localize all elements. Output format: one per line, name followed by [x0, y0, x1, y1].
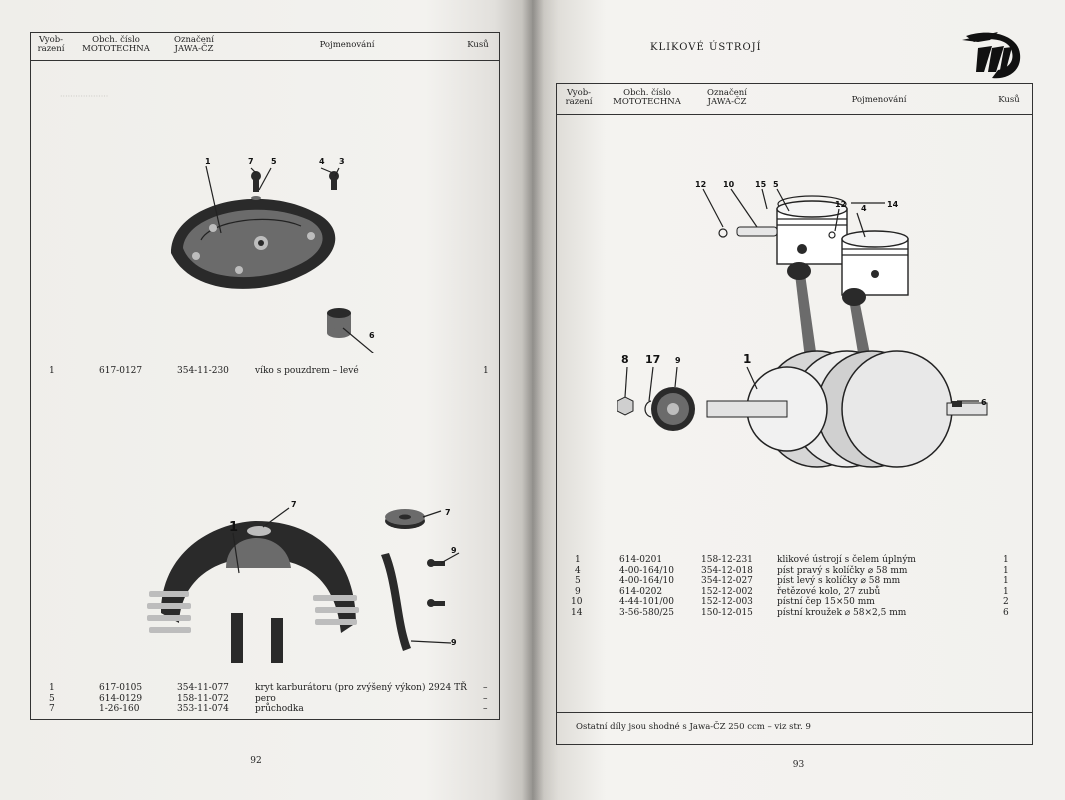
left-group1-rows: 1 617-0127 354-11-230 víko s pouzdrem – …: [31, 366, 499, 377]
label-6: 6: [981, 398, 987, 407]
label-10: 10: [723, 180, 735, 189]
label-1: 1: [743, 352, 751, 366]
table-row: 9 614-0202 152-12-002 řetězové kolo, 27 …: [575, 586, 1009, 597]
table-row: 1 614-0201 158-12-231 klikové ústrojí s …: [575, 555, 1009, 565]
diagram-side-cover: 1 7 5 4 3 6: [171, 157, 375, 353]
header-kusu: Kusů: [998, 95, 1020, 105]
table-row: 4 4-00-164/10 354-12-018 píst pravý s ko…: [575, 565, 1009, 576]
header-oznaceni: Označení JAWA-ČZ: [707, 88, 747, 107]
book-gutter: [522, 0, 544, 800]
label-6: 6: [369, 331, 375, 340]
label-9: 9: [675, 356, 681, 365]
label-1: 1: [205, 157, 211, 166]
table-row: 1 617-0127 354-11-230 víko s pouzdrem – …: [49, 366, 489, 376]
label-7: 7: [291, 500, 297, 509]
table-row: 5 614-0129 158-11-072 pero –: [49, 693, 488, 704]
left-table-header: Vyob- razení Obch. číslo MOTOTECHNA Ozna…: [31, 33, 499, 61]
diagram-crankshaft: 12 10 15 5 14 12 4 8 17 9 1 6: [617, 180, 988, 468]
header-pojmenovani: Pojmenování: [851, 95, 907, 105]
header-obch-cislo: Obch. číslo MOTOTECHNA: [613, 88, 681, 107]
right-parts-rows: 1 614-0201 158-12-231 klikové ústrojí s …: [557, 555, 1032, 618]
label-5: 5: [271, 157, 277, 166]
left-page: ··················· Vyob- razení Obch. č…: [0, 0, 532, 800]
header-obch-cislo: Obch. číslo MOTOTECHNA: [82, 35, 150, 54]
label-4: 4: [861, 204, 867, 213]
header-vyrobni: Vyob- razení: [565, 88, 593, 107]
label-3: 3: [339, 157, 345, 166]
table-row: 14 3-56-580/25 150-12-015 pístní kroužek…: [571, 607, 1009, 618]
footnote-divider: [557, 712, 1032, 713]
header-kusu: Kusů: [467, 40, 489, 50]
table-row: 1 617-0105 354-11-077 kryt karburátoru (…: [49, 683, 488, 693]
label-14: 14: [887, 200, 899, 209]
jawa-cz-logo-icon: [962, 32, 1021, 79]
table-row: 5 4-00-164/10 354-12-027 píst levý s kol…: [575, 576, 1009, 586]
right-parts-table: Vyob- razení Obch. číslo MOTOTECHNA Ozna…: [556, 83, 1033, 745]
label-5: 5: [773, 180, 779, 189]
left-parts-table: Vyob- razení Obch. číslo MOTOTECHNA Ozna…: [30, 32, 500, 720]
label-12: 12: [695, 180, 706, 189]
table-row: 7 1-26-160 353-11-074 průchodka –: [49, 704, 488, 714]
label-15: 15: [755, 180, 767, 189]
footnote: Ostatní díly jsou shodné s Jawa-ČZ 250 c…: [576, 722, 811, 732]
label-12: 12: [835, 200, 846, 209]
label-4: 4: [319, 157, 325, 166]
left-group2-rows: 1 617-0105 354-11-077 kryt karburátoru (…: [31, 683, 499, 715]
table-row: 10 4-44-101/00 152-12-003 pístní čep 15×…: [571, 597, 1009, 607]
page-title: KLIKOVÉ ÚSTROJÍ: [650, 42, 762, 53]
label-7: 7: [248, 157, 254, 166]
header-pojmenovani: Pojmenování: [319, 40, 375, 50]
label-7: 7: [445, 508, 451, 517]
label-17: 17: [645, 353, 660, 366]
header-vyrobni: Vyob- razení: [37, 35, 65, 54]
header-oznaceni: Označení JAWA-ČZ: [174, 35, 214, 54]
label-1: 1: [229, 520, 238, 535]
right-table-header: Vyob- razení Obch. číslo MOTOTECHNA Ozna…: [557, 84, 1032, 115]
page-number-left: 92: [250, 756, 262, 766]
diagram-carburettor-cover: 1 7 7 9 9: [147, 500, 460, 663]
label-9: 9: [451, 546, 457, 555]
page-number-right: 93: [792, 760, 805, 770]
label-8: 8: [621, 353, 629, 366]
label-9: 9: [451, 638, 457, 647]
